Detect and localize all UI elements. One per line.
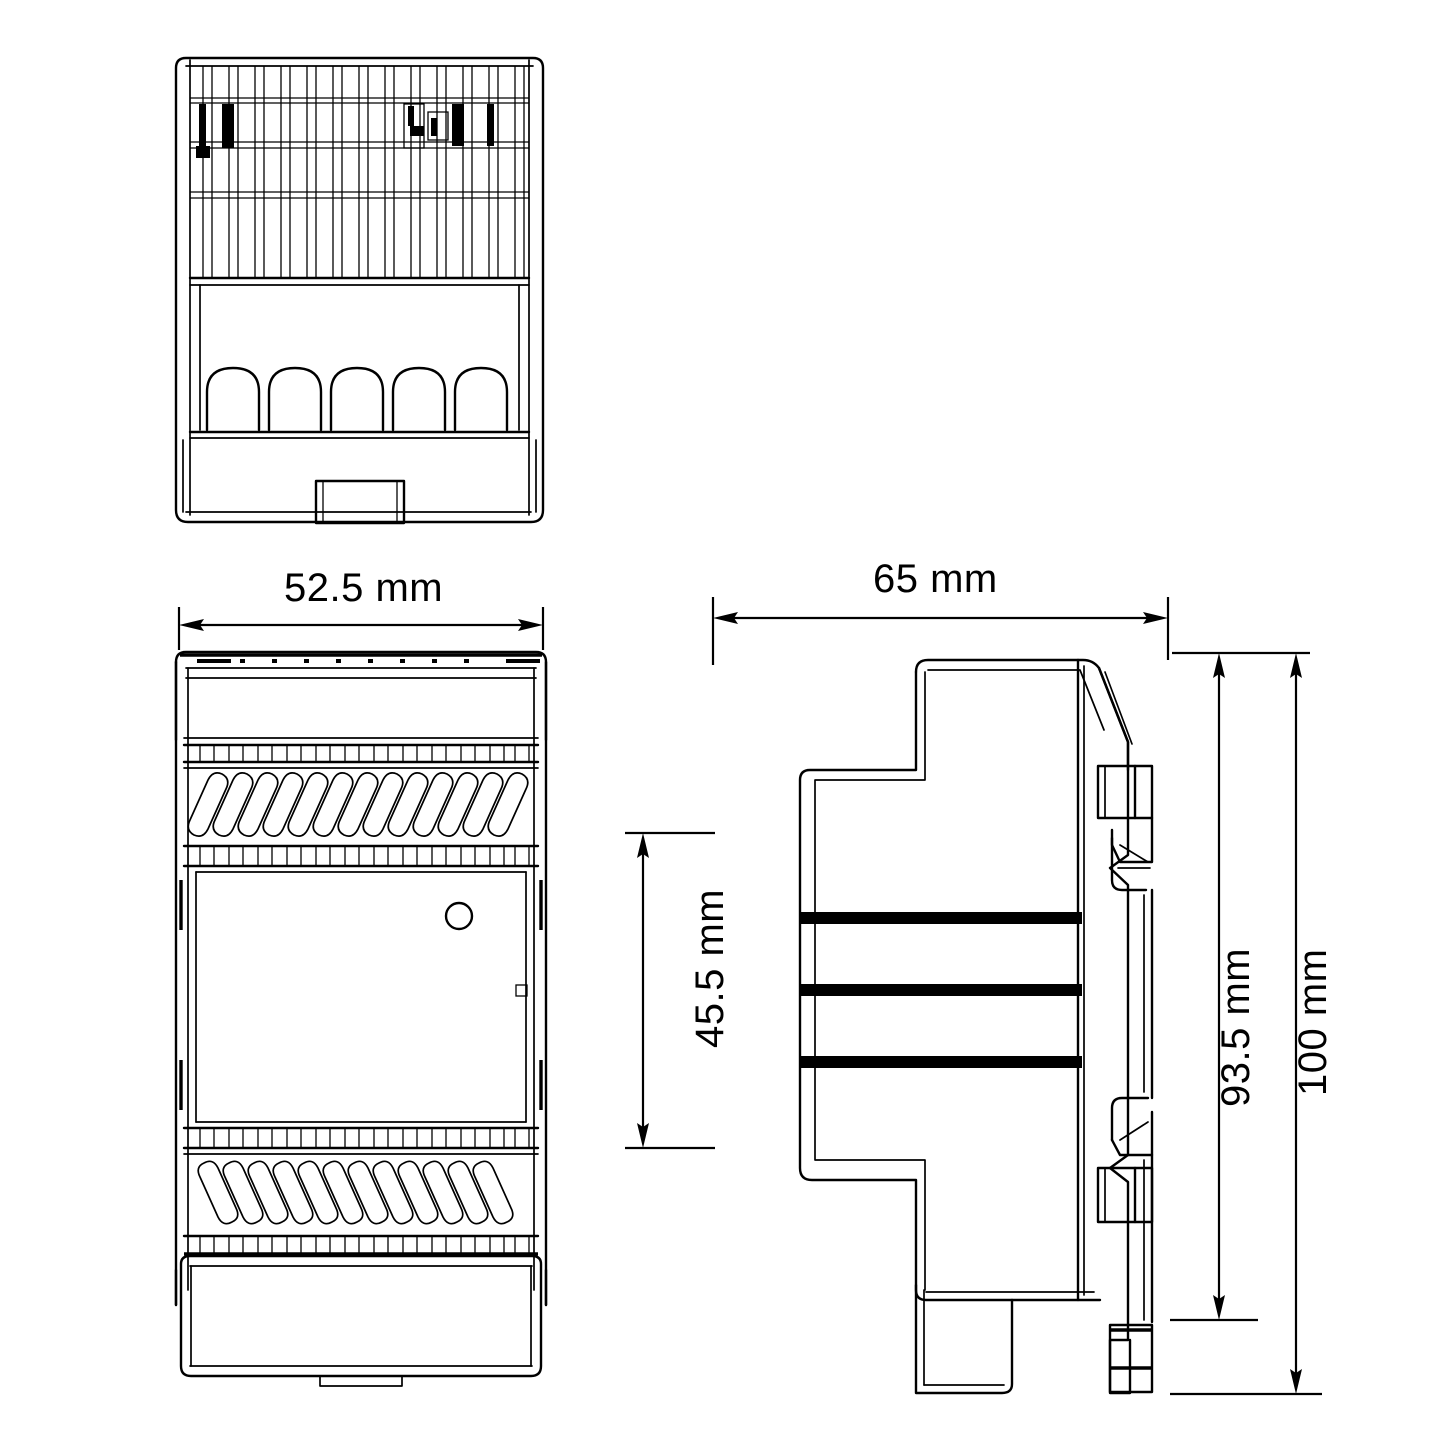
vent-comb-group <box>190 66 529 278</box>
side-view <box>798 658 1154 1395</box>
lower-vent-slot-group <box>197 1160 514 1225</box>
din-clip-bottom <box>1096 1096 1154 1394</box>
din-clip-top <box>1096 666 1154 892</box>
upper-comb-teeth <box>199 745 530 763</box>
right-rail-notch <box>515 984 528 997</box>
face-bar-group <box>800 912 1082 1068</box>
cap-dash-group <box>197 659 540 663</box>
lower-comb-teeth <box>199 1236 530 1255</box>
front-view <box>174 650 548 1387</box>
dimension-depth-65mm <box>711 597 1170 665</box>
dimension-label-mount-height: 93.5 mm <box>1214 947 1258 1107</box>
upper-block-lower-teeth <box>199 846 530 867</box>
dimension-mount-height-93-5mm <box>1170 651 1310 1322</box>
lower-block-upper-teeth <box>199 1128 530 1149</box>
dimension-overall-height-100mm <box>1170 653 1322 1396</box>
dimension-width-52-5mm <box>177 607 545 650</box>
dimension-label-width: 52.5 mm <box>284 566 444 610</box>
dimension-label-body-height: 45.5 mm <box>688 888 732 1048</box>
terminal-arch-group <box>205 366 509 432</box>
led-indicator <box>444 901 474 931</box>
dimension-label-depth: 65 mm <box>873 557 998 601</box>
dimension-label-overall-height: 100 mm <box>1291 948 1335 1097</box>
upper-vent-slot-group <box>187 772 529 837</box>
dimension-body-height-45-5mm <box>625 831 715 1150</box>
top-view <box>174 56 545 525</box>
